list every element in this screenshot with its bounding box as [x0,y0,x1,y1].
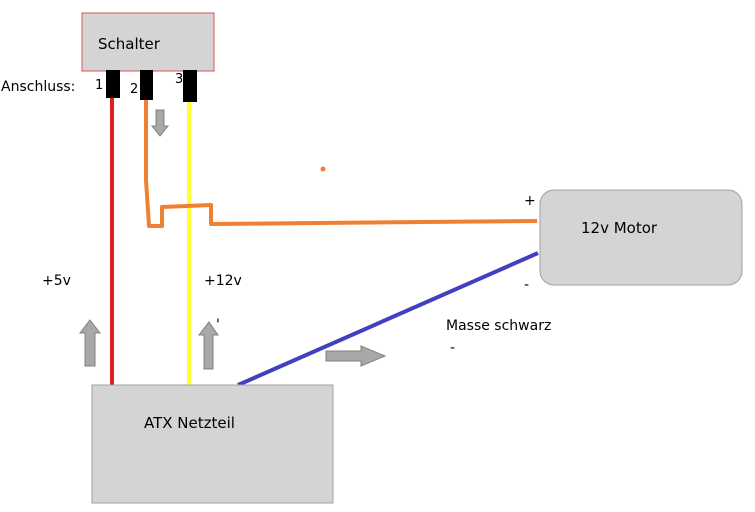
wire-ground [237,251,539,387]
psu-box [91,384,334,504]
motor-plus-terminal: + [524,193,536,209]
motor-minus-terminal: - [524,277,529,293]
pin-2 [140,70,153,100]
stray-tick-mark: ' [216,317,220,333]
arrow-right-ground-icon [325,345,387,367]
psu-label: ATX Netzteil [144,414,235,432]
stray-minus-mark: - [450,340,455,356]
arrow-up-plus12v-icon [197,321,219,370]
label-plus5v: +5v [42,273,71,289]
pin-1 [106,70,120,98]
wire-switched [144,100,538,228]
motor-box [539,189,743,286]
terminal-label: Anschluss: [1,79,75,95]
motor-label: 12v Motor [581,219,658,237]
label-plus12v: +12v [204,273,242,289]
switch-label: Schalter [98,35,161,53]
arrow-down-icon [150,109,170,137]
pin-number-1: 1 [95,78,103,93]
pin-3 [183,70,197,102]
switch-box [81,12,215,72]
pin-number-3: 3 [175,72,183,87]
pin-number-2: 2 [130,82,138,97]
stray-dot [320,166,326,172]
label-ground: Masse schwarz [446,318,551,334]
arrow-up-plus5v-icon [78,319,102,367]
